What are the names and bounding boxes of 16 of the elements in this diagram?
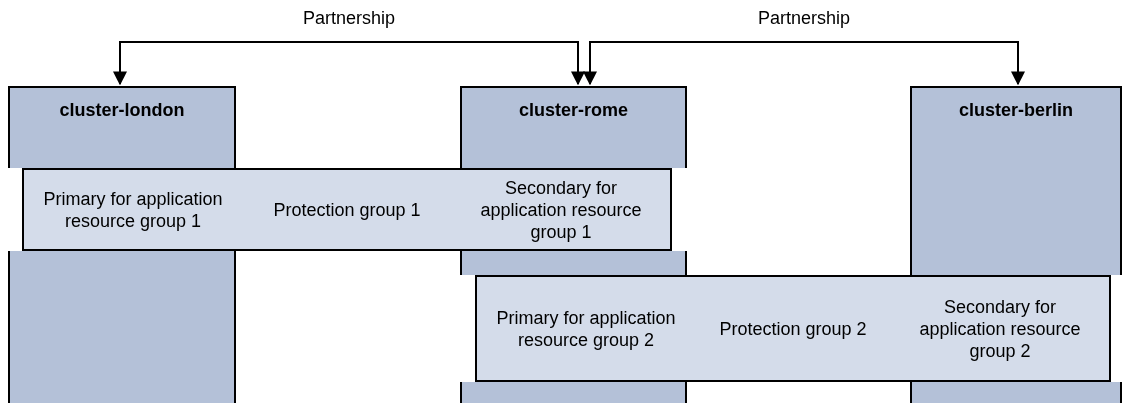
cluster-title: cluster-berlin <box>958 100 1074 121</box>
role-label: Secondary for application resource group 1 <box>479 176 643 243</box>
role-label: Primary for application resource group 2 <box>495 306 677 351</box>
cluster-title: cluster-london <box>58 100 186 121</box>
protection-group-band <box>475 275 1111 382</box>
protection-group-band <box>22 168 672 251</box>
arrow <box>583 41 1025 86</box>
group-title: Protection group 1 <box>273 198 421 221</box>
cluster-title: cluster-rome <box>517 100 629 121</box>
group-title: Protection group 2 <box>719 317 867 340</box>
role-label: Secondary for application resource group 2 <box>918 295 1082 362</box>
cluster-column <box>8 86 236 168</box>
arrow <box>113 41 585 86</box>
cluster-column <box>910 86 1122 275</box>
cluster-column <box>460 86 687 168</box>
role-label: Primary for application resource group 1 <box>42 187 224 232</box>
